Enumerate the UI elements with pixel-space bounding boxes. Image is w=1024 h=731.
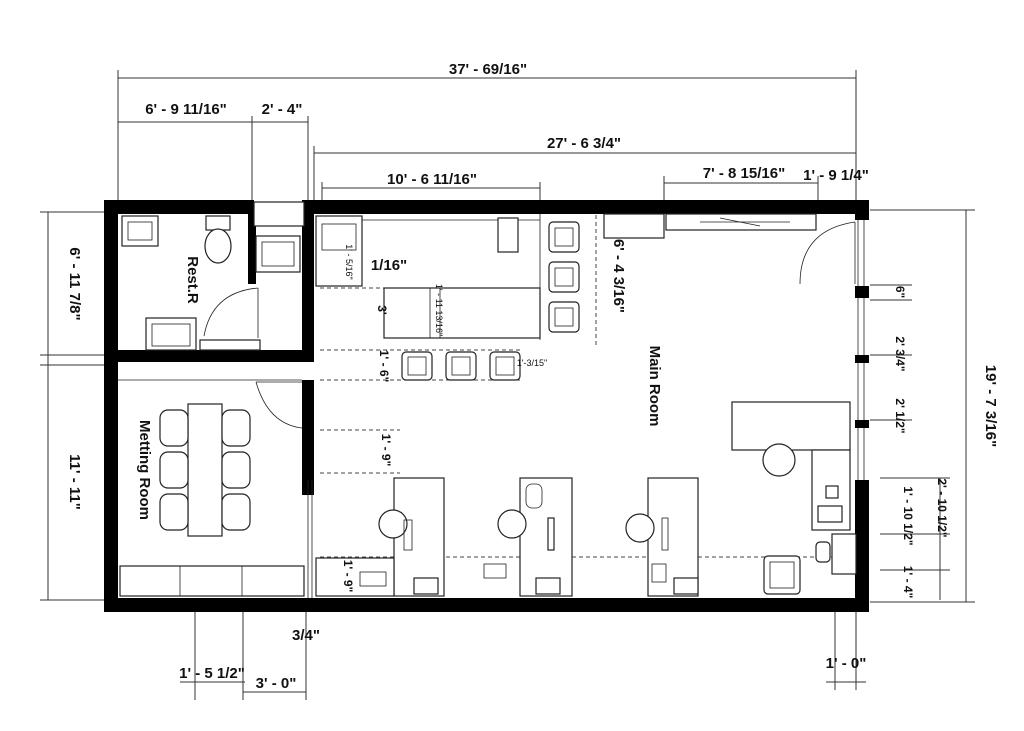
corridor-fixtures bbox=[253, 201, 305, 273]
dim-main-width: 27' - 6 3/4" bbox=[547, 135, 621, 152]
dim-kitchen-width: 10' - 6 11/16" bbox=[387, 171, 477, 188]
dim-right-6: 6" bbox=[893, 286, 907, 298]
dim-bottom-1-5-1-2: 1' - 5 1/2" bbox=[179, 665, 245, 682]
dim-overall-height: 19' - 7 3/16" bbox=[982, 365, 999, 447]
dim-fraction: 1/16" bbox=[371, 257, 407, 274]
dim-meeting-height: 11' - 11" bbox=[66, 454, 83, 510]
dim-right-1-10-1-2: 1' - 10 1/2" bbox=[901, 486, 915, 545]
dim-door-width: 1' - 9 1/4" bbox=[803, 167, 869, 184]
dim-front-gap: 1' - 9" bbox=[341, 560, 355, 593]
dim-row-gap: 1' - 6" bbox=[377, 350, 391, 383]
room-label-restroom: Rest.R bbox=[184, 256, 201, 304]
right-windows bbox=[857, 220, 865, 480]
dim-right-2-3-4: 2' 3/4" bbox=[893, 336, 907, 371]
workstations bbox=[315, 401, 857, 597]
top-window bbox=[603, 213, 817, 239]
dim-right-2-1-2: 2' 1/2" bbox=[893, 398, 907, 433]
dim-bottom-1-0: 1' - 0" bbox=[826, 655, 867, 672]
dim-right-2-10-1-2: 2' - 10 1/2" bbox=[935, 478, 949, 537]
restroom bbox=[121, 215, 261, 351]
dim-overall-width: 37' - 69/16" bbox=[449, 61, 527, 78]
room-labels: Rest.R Metting Room Main Room bbox=[136, 256, 663, 520]
dim-corridor-width: 2' - 4" bbox=[262, 101, 303, 118]
kitchen-counter bbox=[315, 214, 541, 340]
dim-window-span: 7' - 8 15/16" bbox=[703, 165, 785, 182]
room-label-meeting: Metting Room bbox=[136, 420, 153, 520]
kitchen-chairs bbox=[401, 221, 580, 381]
dim-bottom-3-0: 3' - 0" bbox=[256, 675, 297, 692]
dim-aisle: 1' - 9" bbox=[379, 434, 393, 467]
dim-right-1-4: 1' - 4" bbox=[901, 566, 915, 599]
meeting-room bbox=[118, 379, 305, 597]
room-label-main: Main Room bbox=[646, 346, 663, 427]
dim-rest-width: 6' - 9 11/16" bbox=[145, 101, 227, 118]
dim-sink: 1' - 5/16" bbox=[344, 244, 354, 279]
dim-counter-3: 3' bbox=[375, 305, 389, 315]
dimension-labels: 37' - 69/16" 6' - 9 11/16" 2' - 4" 27' -… bbox=[66, 61, 999, 692]
entrance-door bbox=[799, 221, 856, 285]
dim-bottom-3-4: 3/4" bbox=[292, 627, 320, 644]
dim-rest-height: 6' - 11 7/8" bbox=[66, 247, 83, 320]
walls bbox=[104, 200, 869, 612]
dim-chair-gap: 1'-3/15" bbox=[517, 358, 547, 368]
dimension-lines bbox=[40, 70, 975, 700]
main-right-glass bbox=[307, 480, 313, 598]
dim-counter-small: 1' - 11 13/16" bbox=[434, 284, 444, 336]
dim-kitchen-depth: 6' - 4 3/16" bbox=[610, 239, 627, 313]
